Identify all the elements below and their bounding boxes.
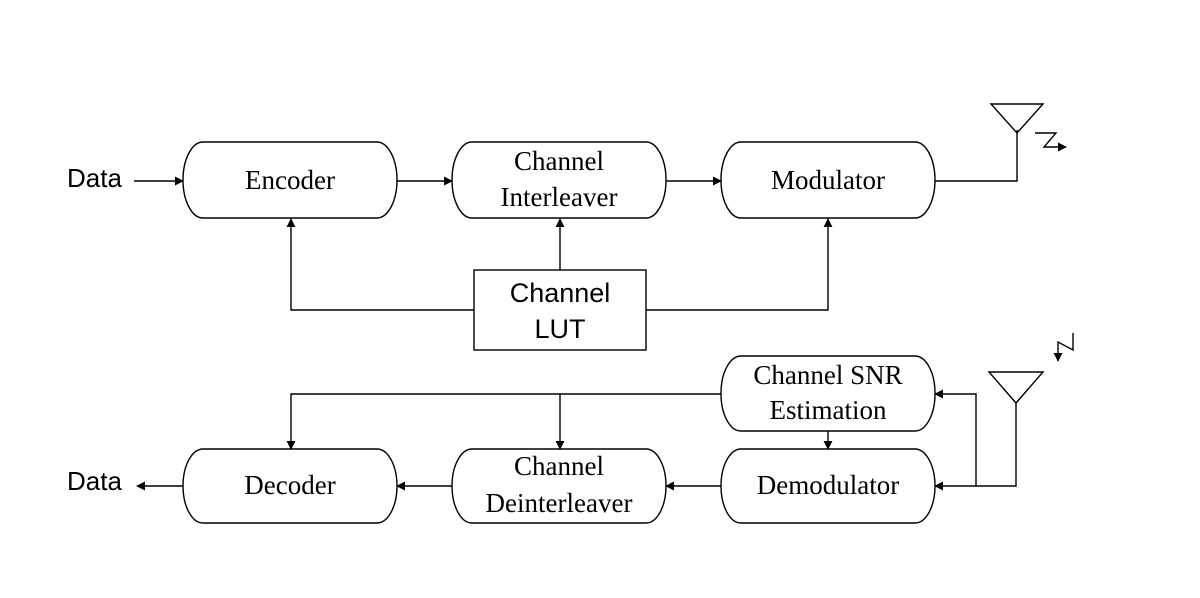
modulator-block: Modulator	[720, 141, 936, 219]
tx-input-data-label: Data	[67, 163, 122, 193]
interleaver-label-line1: Channel	[514, 146, 604, 176]
snr-label-line2: Estimation	[770, 395, 887, 425]
lut-to-modulator-arrow	[646, 218, 833, 311]
lut-label-line1: Channel	[510, 278, 611, 308]
lut-label-line2: LUT	[534, 314, 585, 344]
antenna-to-demodulator-line	[976, 403, 1017, 487]
snr-label-line1: Channel SNR	[753, 360, 902, 390]
channel-snr-estimation-block: Channel SNR Estimation	[720, 355, 936, 432]
lightning-signal-icon	[1035, 132, 1067, 152]
lightning-signal-icon	[1053, 333, 1074, 362]
channel-lut-block: Channel LUT	[473, 269, 647, 351]
channel-interleaver-block: Channel Interleaver	[451, 141, 667, 219]
snr-to-decoder-arrow	[286, 393, 721, 450]
encoder-label: Encoder	[245, 165, 335, 195]
channel-deinterleaver-block: Channel Deinterleaver	[451, 448, 667, 524]
modulator-label: Modulator	[771, 165, 885, 195]
receive-antenna-icon	[987, 371, 1045, 405]
rx-output-data-label: Data	[67, 466, 122, 496]
modulator-to-antenna-line	[935, 130, 1018, 182]
deinterleaver-label-line2: Deinterleaver	[486, 488, 633, 518]
demodulator-label: Demodulator	[757, 470, 899, 500]
transmit-antenna-icon	[989, 103, 1045, 135]
demodulator-block: Demodulator	[720, 448, 936, 524]
decoder-label: Decoder	[244, 470, 335, 500]
decoder-block: Decoder	[182, 448, 398, 524]
antenna-to-snr-arrow	[934, 389, 977, 486]
deinterleaver-label-line1: Channel	[514, 451, 604, 481]
lut-to-encoder-arrow	[286, 218, 474, 311]
encoder-block: Encoder	[182, 141, 398, 219]
interleaver-label-line2: Interleaver	[501, 182, 618, 212]
